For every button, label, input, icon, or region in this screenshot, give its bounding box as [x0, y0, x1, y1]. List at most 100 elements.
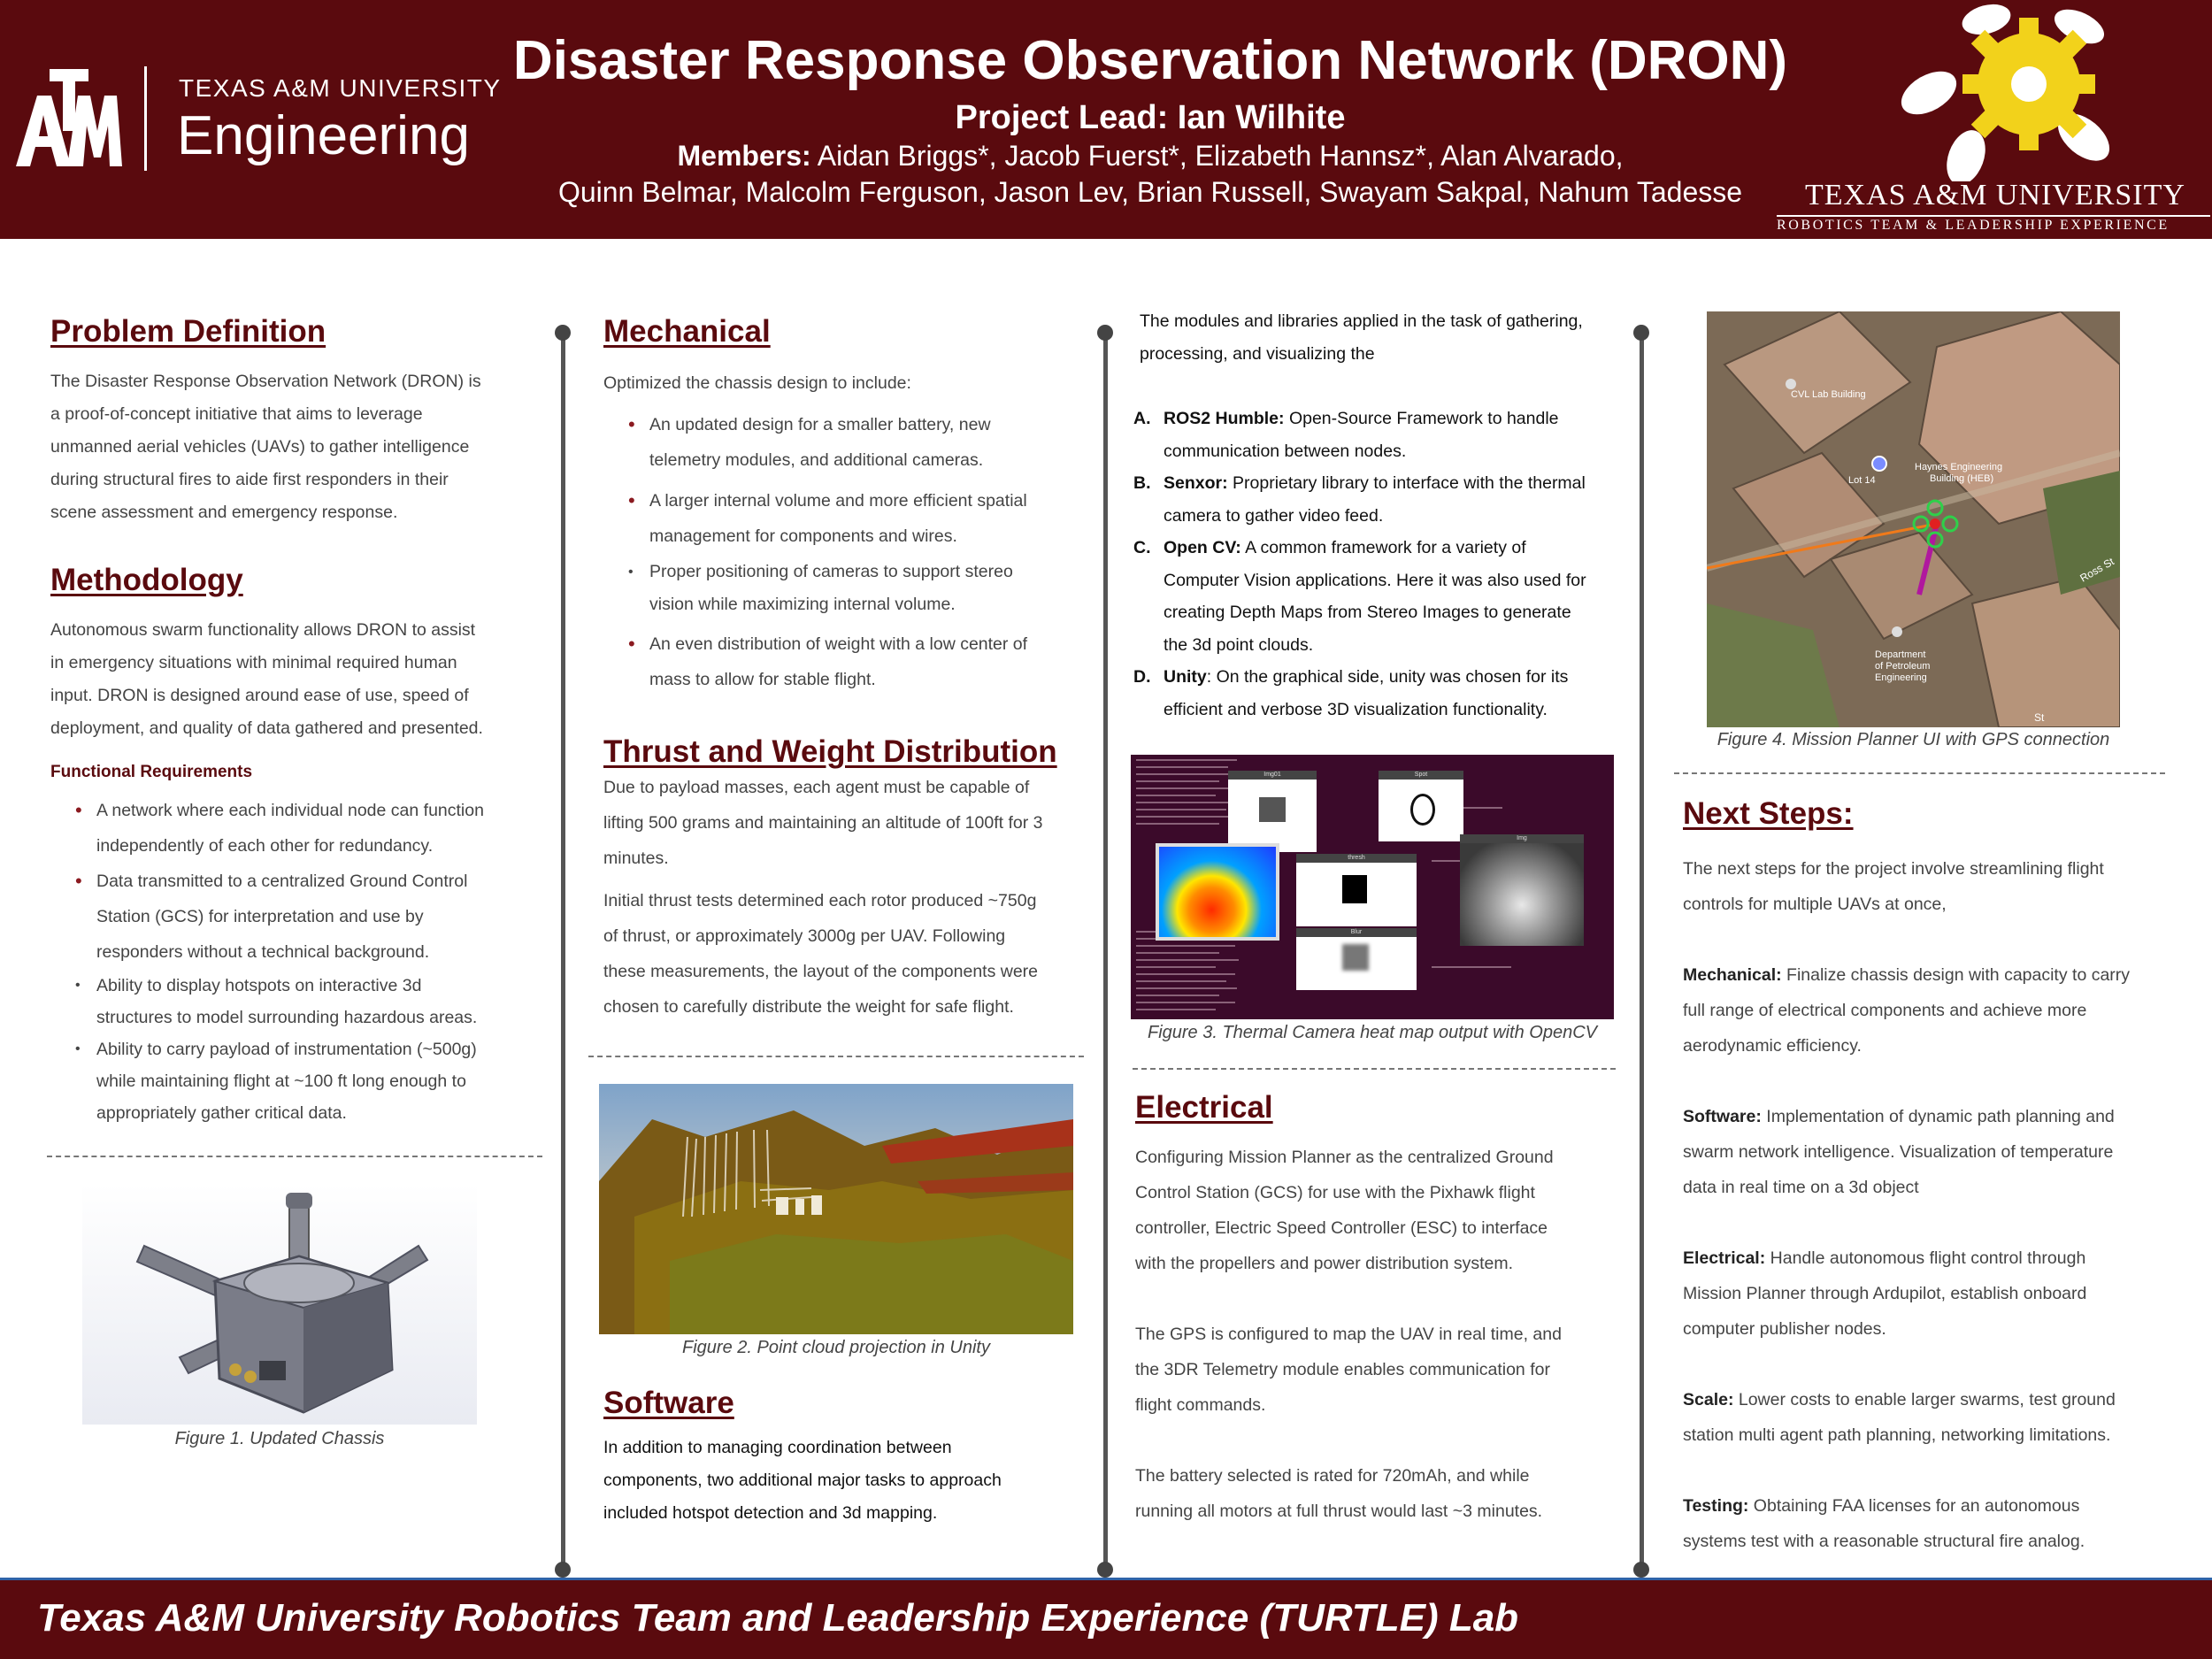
terminal-text-icon: [1136, 759, 1511, 1010]
column-2: Mechanical Optimized the chassis design …: [603, 314, 1099, 1025]
text-line: included hotspot detection and 3d mappin…: [603, 1503, 938, 1523]
map-label: of Petroleum: [1875, 661, 1931, 672]
poster-footer: Texas A&M University Robotics Team and L…: [0, 1578, 2212, 1659]
list-item: B.Senxor: Proprietary library to interfa…: [1133, 473, 1586, 526]
project-lead: Project Lead: Ian Wilhite: [955, 99, 1346, 136]
tamu-engineering-logo: TEXAS A&M UNIVERSITY Engineering: [16, 62, 500, 177]
thermal-window-blur-title: Blur: [1350, 929, 1363, 935]
thermal-window-img-title: Img: [1517, 835, 1527, 841]
turtle-university-text: TEXAS A&M UNIVERSITY: [1805, 179, 2185, 211]
list-item: •An even distribution of weight with a l…: [628, 633, 1028, 689]
problem-definition-text: The Disaster Response Observation Networ…: [50, 365, 546, 529]
next-step-software: Software: Implementation of dynamic path…: [1683, 1107, 2115, 1197]
column-divider-2: [1103, 333, 1108, 1570]
next-step-electrical: Electrical: Handle autonomous flight con…: [1683, 1248, 2087, 1339]
figure-2-point-cloud: [599, 1084, 1073, 1334]
list-item: •An updated design for a smaller battery…: [628, 413, 991, 470]
figure-3-thermal-output: Img01 Spot thresh Blur Img: [1131, 755, 1614, 1019]
members-names-1: Aidan Briggs*, Jacob Fuerst*, Elizabeth …: [810, 140, 1624, 172]
divider-dot: [555, 1562, 571, 1578]
members-line-2: Quinn Belmar, Malcolm Ferguson, Jason Le…: [557, 176, 1743, 208]
electrical-section: Electrical Configuring Mission Planner a…: [1135, 1090, 1631, 1529]
atm-logo-icon: [16, 69, 122, 166]
text-line: scene assessment and emergency response.: [50, 503, 398, 522]
software-section: Software In addition to managing coordin…: [603, 1386, 1099, 1530]
text-line: minutes.: [603, 849, 669, 868]
map-label: CVL Lab Building: [1791, 389, 1866, 400]
text-line: chosen to carefully distribute the weigh…: [603, 997, 1014, 1017]
map-label: Haynes Engineering: [1915, 462, 2003, 472]
software-modules-intro: The modules and libraries applied in the…: [1140, 305, 1635, 371]
turtle-rule: [1777, 215, 2210, 217]
text-line: Autonomous swarm functionality allows DR…: [50, 620, 476, 640]
text-line: controller, Electric Speed Controller (E…: [1135, 1218, 1548, 1238]
electrical-text-3: The battery selected is rated for 720mAh…: [1135, 1458, 1631, 1529]
electrical-text-2: The GPS is configured to map the UAV in …: [1135, 1317, 1631, 1423]
text-line: running all motors at full thrust would …: [1135, 1502, 1543, 1521]
divider-dot: [1633, 1562, 1649, 1578]
mechanical-title: Mechanical: [603, 314, 771, 349]
mechanical-intro: Optimized the chassis design to include:: [603, 373, 911, 393]
electrical-text-1: Configuring Mission Planner as the centr…: [1135, 1140, 1631, 1281]
thermal-window-spot[interactable]: Spot: [1379, 771, 1463, 841]
list-item: •Ability to display hotspots on interact…: [75, 976, 478, 1027]
figure-3-caption: Figure 3. Thermal Camera heat map output…: [1147, 1023, 1598, 1042]
software-title: Software: [603, 1386, 734, 1420]
next-step-mechanical: Mechanical: Finalize chassis design with…: [1683, 965, 2131, 1056]
text-line: deployment, and quality of data gathered…: [50, 718, 483, 738]
text-line: these measurements, the layout of the co…: [603, 962, 1039, 981]
thrust-weight-text-2: Initial thrust tests determined each rot…: [603, 883, 1099, 1025]
software-text: In addition to managing coordination bet…: [603, 1432, 1099, 1530]
next-steps-title: Next Steps:: [1683, 796, 1854, 831]
thermal-window-blur[interactable]: Blur: [1296, 928, 1417, 990]
chassis-render-icon: [135, 1193, 429, 1414]
functional-requirements-list: •A network where each individual node ca…: [50, 793, 546, 1129]
figure-1-caption: Figure 1. Updated Chassis: [174, 1429, 385, 1448]
section-separator: [1133, 1068, 1616, 1070]
figure-2-caption: Figure 2. Point cloud projection in Unit…: [682, 1338, 990, 1357]
title-block: Disaster Response Observation Network (D…: [460, 27, 1840, 211]
text-line: the 3DR Telemetry module enables communi…: [1135, 1360, 1550, 1379]
text-line: with the propellers and power distributi…: [1135, 1254, 1514, 1273]
turtle-logo: TEXAS A&M UNIVERSITY ROBOTICS TEAM & LEA…: [1770, 0, 2212, 239]
divider-dot: [1097, 1562, 1113, 1578]
list-item: •Data transmitted to a centralized Groun…: [75, 870, 468, 962]
thermal-heatmap[interactable]: [1156, 843, 1279, 941]
members-label: Members:: [677, 140, 811, 172]
text-line: of thrust, or approximately 3000g per UA…: [603, 926, 1006, 946]
thrust-weight-text-1: Due to payload masses, each agent must b…: [603, 770, 1099, 876]
thermal-window-thresh-title: thresh: [1348, 855, 1365, 861]
thermal-window-img01[interactable]: Img01: [1228, 771, 1317, 852]
next-step-testing: Testing: Obtaining FAA licenses for an a…: [1683, 1496, 2085, 1551]
text-line: Control Station (GCS) for use with the P…: [1135, 1183, 1535, 1202]
section-separator: [47, 1156, 542, 1157]
text-line: input. DRON is designed around ease of u…: [50, 686, 469, 705]
column-divider-3: [1640, 333, 1644, 1570]
list-item: •A network where each individual node ca…: [75, 799, 484, 856]
poster-title: Disaster Response Observation Network (D…: [512, 30, 1788, 91]
list-item: •Ability to carry payload of instrumenta…: [75, 1040, 477, 1123]
text-line: processing, and visualizing the: [1140, 344, 1375, 364]
text-line: Initial thrust tests determined each rot…: [603, 891, 1037, 910]
list-item: •Proper positioning of cameras to suppor…: [628, 562, 1013, 614]
list-item: C.Open CV: A common framework for a vari…: [1133, 538, 1586, 655]
thermal-window-thresh[interactable]: thresh: [1296, 854, 1417, 926]
members-line-1: Members: Aidan Briggs*, Jacob Fuerst*, E…: [460, 138, 1840, 174]
list-item: D.Unity: On the graphical side, unity wa…: [1133, 667, 1569, 719]
text-line: The modules and libraries applied in the…: [1140, 311, 1583, 331]
text-line: controls for multiple UAVs at once,: [1683, 895, 1947, 914]
thrust-weight-title: Thrust and Weight Distribution: [603, 734, 1057, 769]
divider-dot: [1633, 325, 1649, 341]
thermal-window-img[interactable]: Img: [1460, 834, 1584, 946]
figure-4-mission-planner-map[interactable]: CVL Lab Building Lot 14 Haynes Engineeri…: [1707, 311, 2120, 727]
column-3: The modules and libraries applied in the…: [1133, 305, 1635, 726]
column-divider-1: [561, 333, 565, 1570]
map-label: Building (HEB): [1930, 473, 1994, 484]
functional-requirements-title: Functional Requirements: [50, 763, 253, 781]
text-line: unmanned aerial vehicles (UAVs) to gathe…: [50, 437, 470, 457]
section-separator: [1674, 772, 2165, 774]
text-line: flight commands.: [1135, 1395, 1266, 1415]
text-line: The next steps for the project involve s…: [1683, 859, 2104, 879]
map-label: Engineering: [1875, 672, 1927, 683]
turtle-subtitle: ROBOTICS TEAM & LEADERSHIP EXPERIENCE: [1777, 218, 2170, 233]
